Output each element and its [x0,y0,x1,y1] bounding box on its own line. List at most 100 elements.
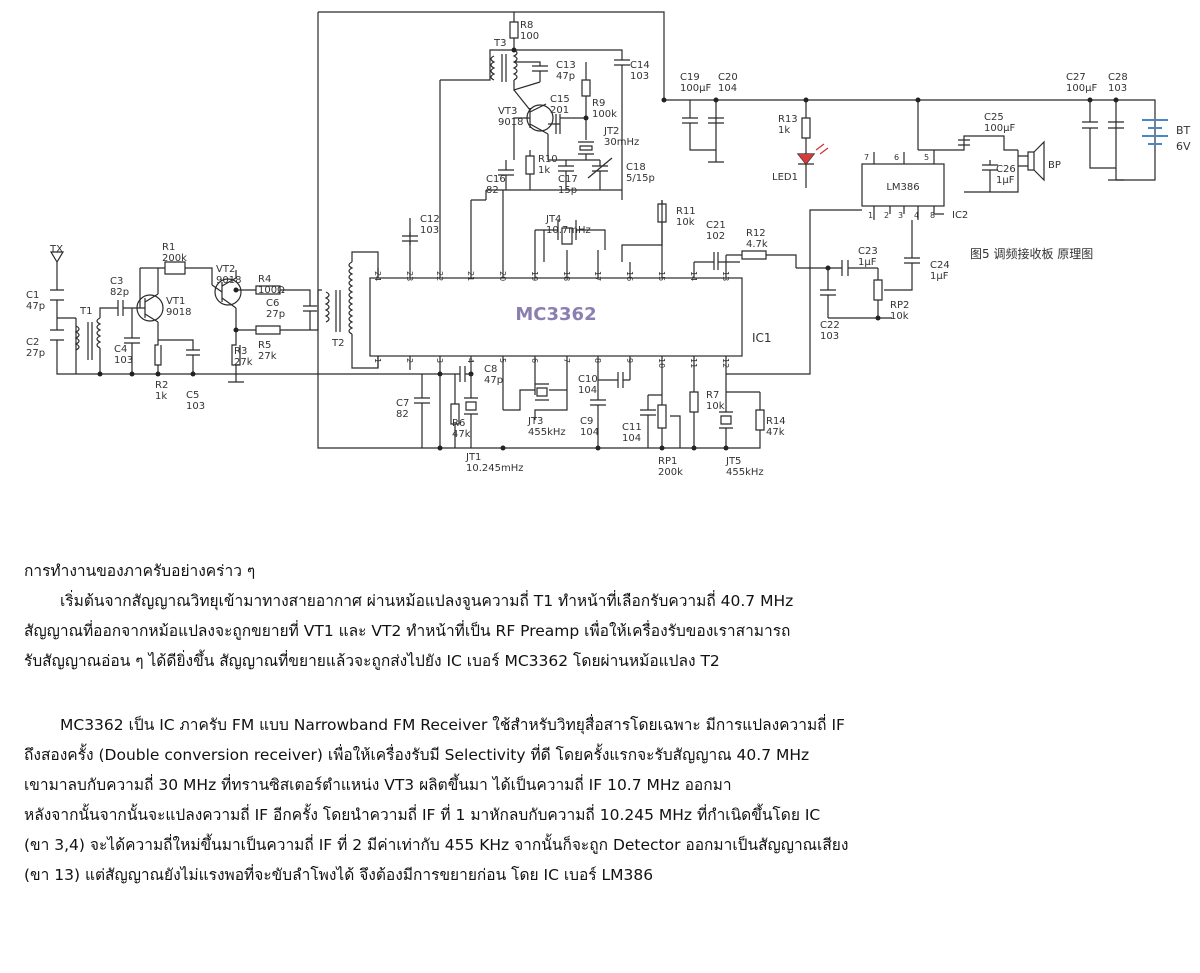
component-ref: RP2 [890,300,909,311]
component-ref: C27 [1066,72,1086,83]
component-value: 104 [578,385,597,396]
component-ref: R5 [258,340,271,351]
component-value: 47k [452,429,471,440]
component-ref: R9 [592,98,605,109]
component-ref: R8 [520,20,533,31]
ic1-pin-number: 14 [689,271,698,281]
para2-line: เขามาลบกับความถี่ 30 MHz ที่ทรานซิสเตอร์… [24,776,732,794]
component-value: 1k [778,125,790,136]
component-value: 47p [556,71,575,82]
component-value: 82 [486,185,499,196]
ic1-pin-number: 1 [373,358,382,363]
component-value: 103 [114,355,133,366]
component-ref: C5 [186,390,199,401]
component-value: 104 [580,427,599,438]
ic2-pin-number: 5 [924,153,929,162]
ic2-pin-number: 8 [930,211,935,220]
component-ref: C12 [420,214,440,225]
component-value: 100µF [1066,83,1097,94]
component-value: 10k [706,401,725,412]
component-value: 30mHz [604,137,639,148]
component-value: 200k [162,253,187,264]
ic1-pin-number: 12 [721,358,730,368]
ic1-pin-number: 7 [562,358,571,363]
ic2-pin-number: 2 [884,211,889,220]
component-ref: C24 [930,260,950,271]
component-value: 1µF [996,175,1015,186]
component-value: 1k [155,391,167,402]
para2-line: (ขา 13) แต่สัญญาณยังไม่แรงพอที่จะขับลำโพ… [24,866,654,884]
ic1-pin-number: 9 [625,358,634,363]
component-value: 103 [630,71,649,82]
component-ref: VT3 [498,106,517,117]
ic-lm386-label: LM386 [886,182,919,193]
ic2-pin-number: 4 [914,211,919,220]
para2-line: (ขา 3,4) จะได้ความถี่ใหม่ขึ้นมาเป็นความถ… [24,836,849,854]
component-value: 103 [1108,83,1127,94]
component-value: 103 [420,225,439,236]
component-ref: R13 [778,114,798,125]
component-value: 1µF [930,271,949,282]
ic1-pin-number: 3 [435,358,444,363]
component-ref: C22 [820,320,840,331]
ic2-pin-number: 7 [864,153,869,162]
component-ref: T1 [79,306,92,317]
component-ref: C23 [858,246,878,257]
component-value: 100µF [680,83,711,94]
component-ref: C13 [556,60,576,71]
component-ref: JT2 [603,126,619,137]
component-value: 9018 [166,307,191,318]
component-ref: T2 [331,338,344,349]
ic1-pin-number: 20 [498,271,507,281]
component-value: 5/15p [626,173,655,184]
component-value: 47k [766,427,785,438]
component-ref: R10 [538,154,558,165]
para1-line: สัญญาณที่ออกจากหม้อแปลงจะถูกขยายที่ VT1 … [24,622,791,640]
component-value: 27k [234,357,253,368]
component-value: 200k [658,467,683,478]
component-ref: R1 [162,242,175,253]
component-ref: C28 [1108,72,1128,83]
ic1-pin-number: 11 [689,358,698,368]
ic2-pin-number: 6 [894,153,899,162]
component-value: 4.7k [746,239,768,250]
component-value: 104 [622,433,641,444]
ic1-pin-number: 23 [405,271,414,281]
component-value: 103 [186,401,205,412]
component-value: 100µF [984,123,1015,134]
component-ref: C7 [396,398,409,409]
component-ref: R6 [452,418,465,429]
component-ref: JT4 [545,214,561,225]
component-ref: C14 [630,60,650,71]
battery-value: 6V [1176,140,1191,153]
article: การทำงานของภาครับอย่างคร่าว ๆ เริ่มต้นจา… [24,556,1184,890]
component-value: 15p [558,185,577,196]
component-ref: JT3 [527,416,543,427]
component-ref: R7 [706,390,719,401]
component-ref: C3 [110,276,123,287]
component-ref: C10 [578,374,598,385]
component-ref: C17 [558,174,578,185]
ic2-pin-number: 3 [898,211,903,220]
speaker-label: BP [1048,160,1061,171]
component-ref: C16 [486,174,506,185]
component-value: 104 [718,83,737,94]
component-value: 10k [890,311,909,322]
component-ref: C25 [984,112,1004,123]
component-ref: C26 [996,164,1016,175]
component-value: 27p [26,348,45,359]
component-value: 47p [26,301,45,312]
schematic-diagram: C147pC227pT1C382pR1200kVT19018C4103R21kC… [26,11,1191,478]
ic1-pin-number: 5 [498,358,507,363]
ic2-ref: IC2 [952,210,968,221]
component-value: 82p [110,287,129,298]
component-ref: C21 [706,220,726,231]
ic1-pin-number: 4 [466,358,475,363]
ic1-pin-number: 6 [530,358,539,363]
ic1-pin-number: 8 [593,358,602,363]
ic1-pin-number: 18 [562,271,571,281]
component-value: 1µF [858,257,877,268]
component-value: 1k [538,165,550,176]
para2-line: MC3362 เป็น IC ภาครับ FM แบบ Narrowband … [60,716,845,734]
component-ref: RP1 [658,456,677,467]
